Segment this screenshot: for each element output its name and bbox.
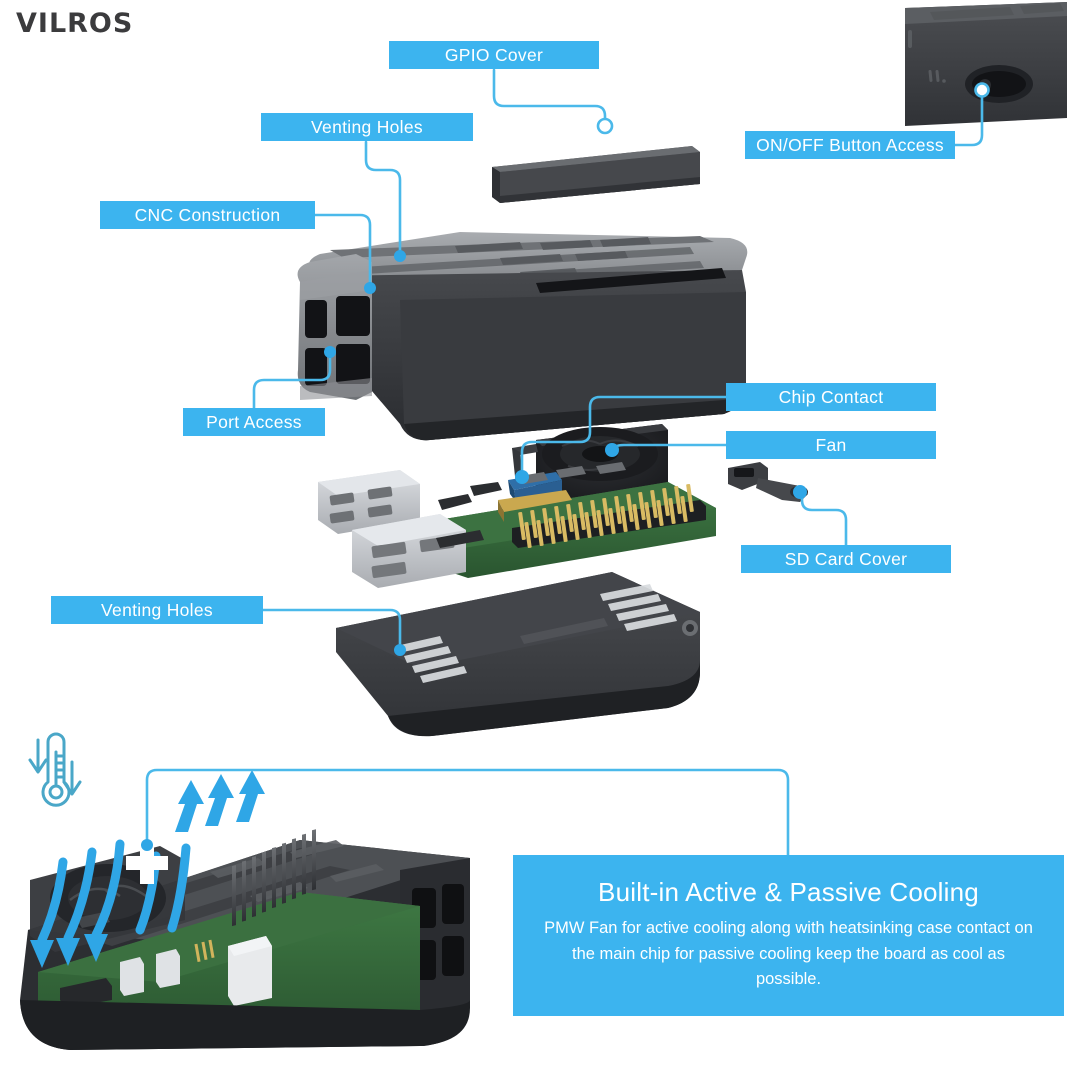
raspberry-pi-board-part [318, 462, 716, 737]
brand-logo: VILROS [16, 8, 134, 39]
callout-onoff-button[interactable]: ON/OFF Button Access [745, 131, 955, 159]
assembled-case-cutaway [20, 829, 470, 1050]
callout-label: Fan [815, 434, 847, 455]
info-panel-heading: Built-in Active & Passive Cooling [598, 877, 979, 907]
gpio-cover-part [492, 146, 700, 203]
thermometer-cooling-icon [28, 732, 82, 807]
sd-card-cover-part [728, 462, 808, 502]
callout-label: SD Card Cover [784, 548, 908, 569]
callout-label: Chip Contact [778, 386, 884, 407]
callout-chip-contact[interactable]: Chip Contact [726, 383, 936, 411]
main-case-shell-part [297, 232, 748, 441]
callout-gpio-cover[interactable]: GPIO Cover [389, 41, 599, 69]
callout-port-access[interactable]: Port Access [183, 408, 325, 436]
pmw-fan-part [508, 424, 668, 504]
airflow-down-arrow-icon [30, 934, 108, 968]
chip-contact-cross-marker [126, 842, 168, 884]
callout-label: ON/OFF Button Access [756, 134, 944, 155]
callout-label: Venting Holes [101, 599, 213, 620]
callout-label: Port Access [206, 411, 302, 432]
callout-venting-holes-bottom[interactable]: Venting Holes [51, 596, 263, 624]
airflow-up-arrow-icon [175, 770, 265, 832]
callout-venting-holes-top[interactable]: Venting Holes [261, 113, 473, 141]
info-panel-body: PMW Fan for active cooling along with he… [544, 919, 1033, 989]
callout-fan[interactable]: Fan [726, 431, 936, 459]
airflow-internal-stream-icon [37, 839, 191, 945]
callout-label: GPIO Cover [444, 44, 544, 65]
callout-label: CNC Construction [134, 204, 281, 225]
callout-label: Venting Holes [311, 116, 423, 137]
inset-case-rear-view [905, 2, 1067, 126]
cooling-info-panel: Built-in Active & Passive Cooling PMW Fa… [513, 855, 1064, 1016]
callout-sd-card-cover[interactable]: SD Card Cover [741, 545, 951, 573]
callout-cnc-construction[interactable]: CNC Construction [100, 201, 315, 229]
